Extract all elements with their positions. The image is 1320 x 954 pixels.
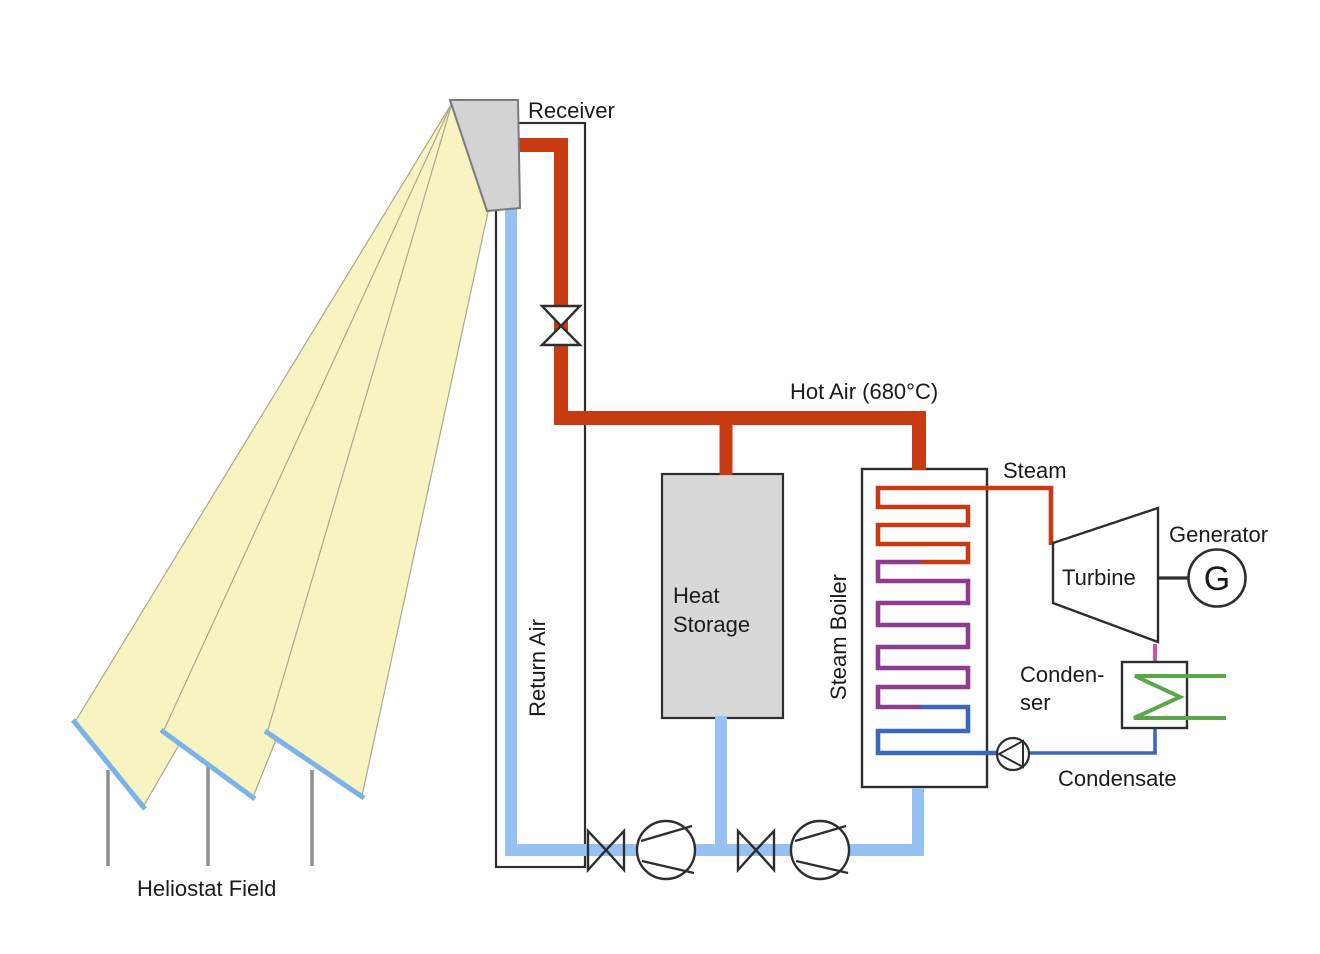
condensate-pump-icon bbox=[995, 736, 1031, 772]
hot-air-pipes bbox=[518, 138, 926, 475]
fan-blade bbox=[795, 859, 849, 875]
receiver-body bbox=[448, 99, 522, 213]
heliostat-field bbox=[71, 718, 366, 866]
heat-storage-label-line2: Storage bbox=[673, 612, 750, 637]
generator-label: Generator bbox=[1169, 522, 1268, 547]
return-air-pipe bbox=[505, 205, 924, 856]
receiver-label: Receiver bbox=[528, 98, 615, 123]
valve-triangle bbox=[539, 324, 583, 347]
coil-evaporator bbox=[875, 559, 971, 710]
condensate-label: Condensate bbox=[1058, 766, 1177, 791]
valve-triangle bbox=[539, 304, 583, 328]
turbine-label: Turbine bbox=[1062, 565, 1136, 590]
return-air-pipes bbox=[505, 205, 924, 856]
heat-storage-label-line1: Heat bbox=[673, 583, 719, 608]
return-air-valve-2-icon bbox=[736, 827, 776, 874]
pump-triangle bbox=[996, 739, 1024, 769]
fan-blade bbox=[641, 859, 695, 875]
condenser-label-line1: Conden- bbox=[1020, 662, 1104, 687]
turbine-body bbox=[1051, 506, 1160, 644]
hot-air-label: Hot Air (680°C) bbox=[790, 379, 938, 404]
valve-triangle bbox=[736, 827, 758, 874]
heliostat-mirror-3 bbox=[263, 728, 366, 801]
condensate-line bbox=[1029, 729, 1157, 755]
condenser-label-line2: ser bbox=[1020, 690, 1051, 715]
hot-air-valve-icon bbox=[539, 304, 583, 347]
pump-circle bbox=[995, 736, 1031, 772]
return-air-valve-1-icon bbox=[586, 827, 626, 874]
fan-1-icon bbox=[635, 819, 697, 881]
generator-circle bbox=[1187, 548, 1247, 608]
heliostat-mirror-2 bbox=[159, 727, 257, 802]
valve-triangle bbox=[604, 827, 626, 874]
return-air-label: Return Air bbox=[525, 619, 550, 717]
fan-blade bbox=[640, 824, 693, 843]
tower-outline bbox=[494, 121, 587, 869]
steam-boiler-label: Steam Boiler bbox=[826, 574, 851, 700]
fan-blade bbox=[794, 824, 847, 843]
hot-air-pipe bbox=[518, 138, 926, 470]
coil-economizer bbox=[875, 704, 1000, 756]
generator-symbol: G bbox=[1204, 560, 1230, 598]
light-beams bbox=[74, 100, 489, 809]
fan-circle bbox=[789, 819, 851, 881]
valve-triangle bbox=[586, 827, 608, 874]
cooling-water-coil bbox=[1133, 674, 1226, 720]
heliostat-field-label: Heliostat Field bbox=[137, 876, 276, 901]
fan-2-icon bbox=[789, 819, 851, 881]
fan-circle bbox=[635, 819, 697, 881]
coil-superheater-and-steam-line bbox=[875, 485, 1054, 565]
valve-triangle bbox=[754, 827, 776, 874]
steam-label: Steam bbox=[1003, 458, 1067, 483]
heliostat-mirror-1 bbox=[71, 718, 147, 811]
boiler-coil bbox=[875, 485, 1054, 756]
